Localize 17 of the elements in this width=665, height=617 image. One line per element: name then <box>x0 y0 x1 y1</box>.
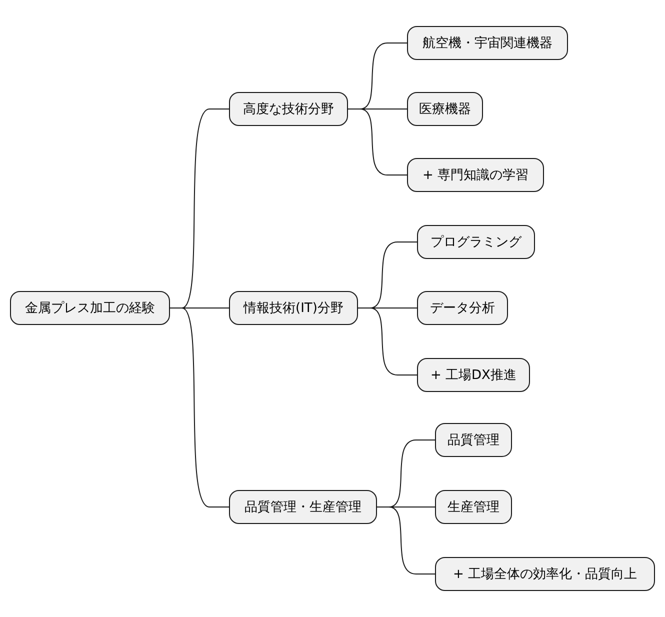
topic-box: + 専門知識の学習 <box>407 158 544 192</box>
topic-box: 金属プレス加工の経験 <box>10 291 170 325</box>
topic-box: 生産管理 <box>435 490 512 524</box>
connector-line <box>358 308 418 376</box>
topic-box: 品質管理・生産管理 <box>229 490 377 524</box>
connector-line <box>170 308 230 508</box>
topic-box: 情報技術(IT)分野 <box>229 291 358 325</box>
connector-line <box>376 506 436 574</box>
topic-box: + 工場全体の効率化・品質向上 <box>435 557 655 591</box>
topic-box: + 工場DX推進 <box>417 358 530 392</box>
topic-box: データ分析 <box>417 291 508 325</box>
topic-box: 医療機器 <box>407 92 483 126</box>
connector-line <box>348 108 408 176</box>
topic-box: 高度な技術分野 <box>229 92 348 126</box>
topic-box: プログラミング <box>417 225 535 259</box>
topic-box: 航空機・宇宙関連機器 <box>407 26 568 60</box>
topic-box: 品質管理 <box>435 423 512 457</box>
